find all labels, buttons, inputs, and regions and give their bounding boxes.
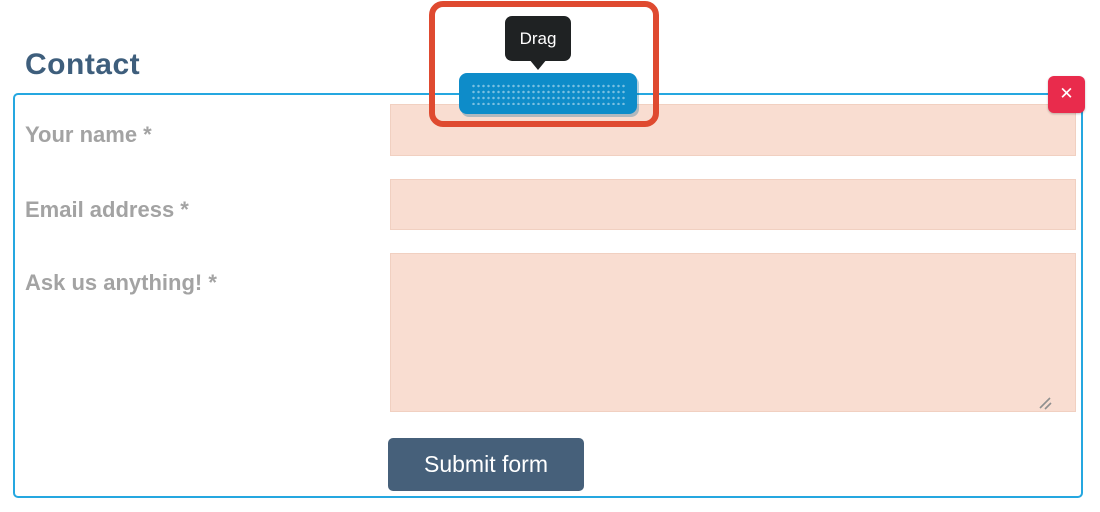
submit-button[interactable]: Submit form bbox=[388, 438, 584, 491]
contact-form-panel: Your name * Email address * Ask us anyth… bbox=[13, 93, 1083, 498]
close-icon: ✕ bbox=[1059, 84, 1074, 104]
message-textarea[interactable] bbox=[390, 253, 1076, 412]
message-field-label: Ask us anything! * bbox=[25, 270, 217, 295]
drag-tooltip: Drag bbox=[505, 16, 571, 61]
page-title: Contact bbox=[25, 48, 141, 81]
close-button[interactable]: ✕ bbox=[1048, 76, 1085, 113]
drag-dots-pattern bbox=[471, 82, 625, 105]
email-input[interactable] bbox=[390, 179, 1076, 230]
drag-handle[interactable] bbox=[459, 73, 637, 114]
drag-tooltip-caret bbox=[529, 59, 547, 70]
email-field-label: Email address * bbox=[25, 197, 189, 222]
textarea-resize-handle-icon[interactable] bbox=[1037, 395, 1053, 411]
name-field-label: Your name * bbox=[25, 122, 152, 147]
